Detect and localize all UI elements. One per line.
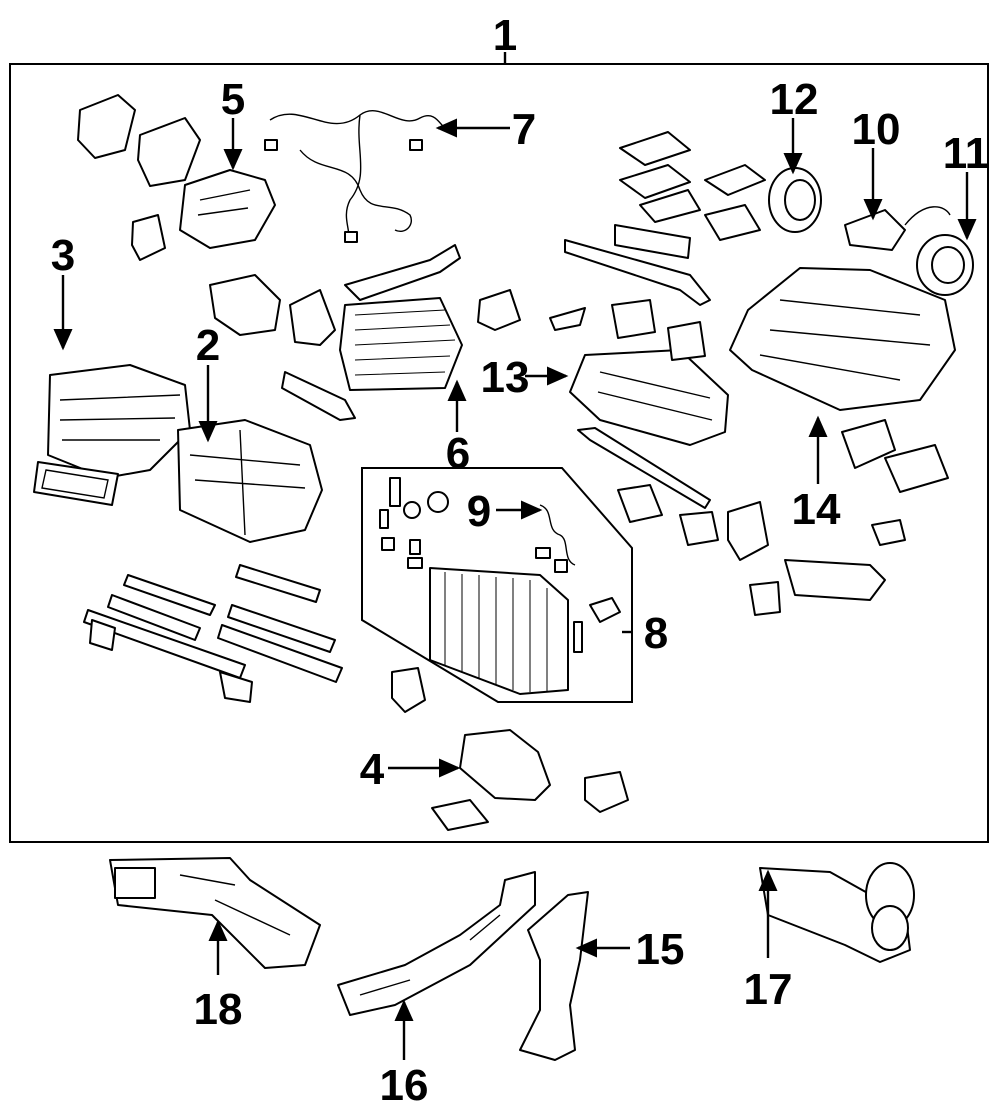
callout-7: 7 [512, 105, 536, 154]
part-13-recirculation-housing [549, 224, 729, 446]
callout-17: 17 [744, 965, 793, 1014]
part-18-outlet-duct [109, 857, 321, 969]
callout-15: 15 [636, 925, 685, 974]
subassembly-frame [361, 467, 633, 703]
part-12-blower-ring [768, 167, 822, 233]
callout-2: 2 [196, 321, 220, 370]
callout-9: 9 [467, 487, 491, 536]
leader-lines [53, 118, 977, 1060]
assembly-frame [9, 63, 989, 843]
part-outlet-ducts [77, 94, 201, 261]
part-2-heater-case [177, 419, 323, 543]
callout-11: 11 [943, 129, 990, 178]
part-brackets-lower-right [577, 427, 886, 616]
callout-16: 16 [380, 1061, 429, 1110]
callout-3: 3 [51, 231, 75, 280]
callout-18: 18 [194, 985, 243, 1034]
part-16-floor-duct [337, 871, 536, 1016]
part-brackets-center [209, 274, 521, 346]
part-7-wiring-harness [264, 110, 446, 243]
callout-5: 5 [221, 75, 245, 124]
callout-6: 6 [446, 429, 470, 478]
callout-13: 13 [481, 353, 530, 402]
part-8-evaporator-core [379, 477, 621, 695]
part-9-sensor-harness [535, 504, 576, 573]
callout-4: 4 [360, 745, 385, 794]
part-17-outlet-duct [759, 862, 915, 963]
part-11-blower-motor [916, 234, 974, 296]
part-4-outlet-duct [391, 667, 629, 831]
callout-12: 12 [770, 75, 819, 124]
part-14-blower-case [729, 267, 956, 546]
part-15-rear-duct [519, 891, 589, 1061]
callout-10: 10 [852, 105, 901, 154]
part-5-defroster-duct [179, 169, 276, 249]
part-6-heater-core [281, 244, 463, 421]
callout-8: 8 [644, 609, 668, 658]
part-3-distribution-housing [33, 364, 191, 506]
part-seals-lower-left [83, 564, 343, 703]
callout-14: 14 [792, 485, 841, 534]
callout-1: 1 [493, 11, 517, 60]
part-seals-upper-right [619, 131, 766, 241]
